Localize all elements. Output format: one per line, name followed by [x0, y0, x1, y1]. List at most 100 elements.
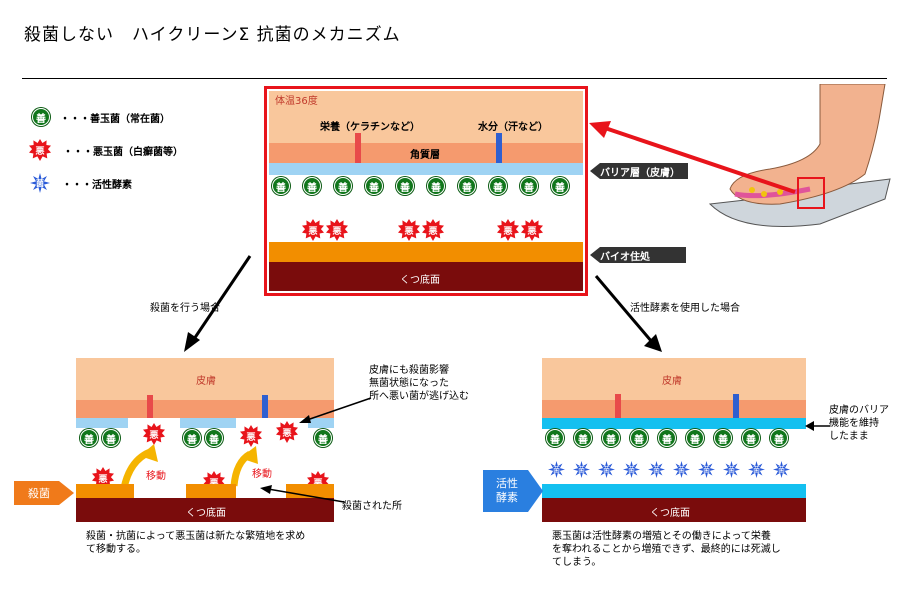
active-enzyme-icon: 菌 — [573, 461, 590, 478]
good-bacteria-row: 善 善 — [80, 429, 120, 447]
zoom-arrow — [589, 121, 796, 194]
legend-label: ・・・活性酵素 — [62, 179, 132, 191]
move-label: 移動 — [252, 469, 272, 480]
tag-line: 酵素 — [496, 491, 518, 504]
legend-item-bad: 悪 ・・・悪玉菌（白癬菌等） — [29, 139, 183, 161]
left-caption: 殺菌を行う場合 — [150, 303, 220, 314]
legend-label: ・・・善玉菌（常在菌） — [60, 113, 170, 125]
nutrient-marker — [355, 133, 361, 163]
active-enzyme-icon: 菌 — [723, 461, 740, 478]
note-line: 悪玉菌は活性酵素の増殖とその働きによって栄養 — [552, 531, 771, 542]
active-enzyme-icon: 菌 — [30, 173, 50, 193]
shoe-sole-band — [269, 262, 583, 291]
bio-habitat-band — [269, 242, 583, 262]
bad-bacteria-icon: 悪 — [240, 425, 262, 447]
good-bacteria-icon: 善 — [272, 177, 290, 195]
good-bacteria-icon: 善 — [489, 177, 507, 195]
barrier-band — [269, 163, 583, 175]
good-bacteria-row: 善 善 善 善 善 善 善 善 善 善 — [272, 177, 569, 195]
good-bacteria-row: 善 善 — [183, 429, 223, 447]
good-bacteria-icon: 善 — [714, 429, 732, 447]
callout-line: 皮膚のバリア — [829, 405, 889, 416]
water-marker — [262, 395, 268, 418]
barrier-band-fragment — [180, 418, 236, 428]
callout-line: 機能を維持 — [829, 418, 879, 429]
enzyme-row: 菌 菌 菌 菌 菌 菌 菌 菌 菌 菌 — [548, 461, 790, 478]
active-enzyme-icon: 菌 — [648, 461, 665, 478]
callout-pointer — [805, 421, 830, 431]
callout-pointer — [299, 397, 372, 423]
sterilization-tag: 殺菌 — [14, 481, 74, 505]
good-bacteria-icon: 善 — [183, 429, 201, 447]
bad-bacteria-icon: 悪 — [143, 423, 165, 445]
note-line: を奪われることから増殖できず、最終的には死滅し — [552, 544, 781, 555]
enzyme-layer-band — [542, 484, 806, 498]
nutrient-marker — [147, 395, 153, 418]
skin-label: 皮膚 — [196, 376, 216, 387]
page-title: 殺菌しない ハイクリーンΣ 抗菌のメカニズム — [24, 25, 401, 45]
shoe-sole-label: くつ底面 — [186, 508, 226, 519]
bad-bacteria-group: 悪 悪 — [302, 219, 348, 241]
good-bacteria-icon: 善 — [658, 429, 676, 447]
bio-habitat-fragment — [186, 484, 236, 498]
good-bacteria-icon: 善 — [458, 177, 476, 195]
move-label: 移動 — [146, 471, 166, 482]
good-bacteria-icon: 善 — [686, 429, 704, 447]
good-bacteria-icon: 善 — [396, 177, 414, 195]
top-diagram-frame — [264, 86, 588, 296]
active-enzyme-icon: 菌 — [623, 461, 640, 478]
foot-sandal-illustration — [708, 84, 891, 227]
active-enzyme-icon: 菌 — [548, 461, 565, 478]
water-marker — [733, 394, 739, 418]
note-line: て移動する。 — [86, 544, 146, 555]
legend-label: ・・・悪玉菌（白癬菌等） — [63, 146, 183, 158]
keratin-band — [542, 400, 806, 418]
bad-bacteria-group: 悪 悪 — [398, 219, 444, 241]
bad-bacteria-icon: 悪 — [92, 467, 114, 489]
bio-habitat-arrow: バイオ住処 — [590, 247, 686, 263]
right-caption: 活性酵素を使用した場合 — [630, 303, 740, 314]
barrier-band — [542, 418, 806, 429]
nutrient-marker — [615, 394, 621, 418]
good-bacteria-icon: 善 — [80, 429, 98, 447]
good-bacteria-icon: 善 — [314, 429, 332, 447]
good-bacteria-icon: 善 — [551, 177, 569, 195]
active-enzyme-icon: 菌 — [748, 461, 765, 478]
legend-item-good: 善 ・・・善玉菌（常在菌） — [32, 108, 170, 126]
bio-habitat-fragment — [76, 484, 134, 498]
sterilized-area-label: 殺菌された所 — [342, 501, 402, 512]
good-bacteria-icon: 善 — [205, 429, 223, 447]
skin-band — [542, 358, 806, 400]
note-line: 殺菌・抗菌によって悪玉菌は新たな繁殖地を求め — [86, 531, 306, 542]
water-marker — [496, 133, 502, 163]
skin-band — [269, 91, 583, 143]
legend-item-enzyme: 菌 ・・・活性酵素 — [30, 173, 132, 193]
barrier-maintained-callout: 皮膚のバリア 機能を維持 したまま — [829, 404, 889, 443]
shoe-sole-band — [542, 498, 806, 522]
bad-bacteria-icon: 悪 — [326, 219, 348, 241]
barrier-layer-arrow: バリア層（皮膚） — [590, 163, 688, 179]
bad-bacteria-icon: 悪 — [276, 421, 298, 443]
good-bacteria-icon: 善 — [574, 429, 592, 447]
bad-bacteria-icon: 悪 — [29, 139, 51, 161]
barrier-band-fragment — [76, 418, 128, 428]
active-enzyme-icon: 菌 — [773, 461, 790, 478]
good-bacteria-icon: 善 — [427, 177, 445, 195]
keratin-band — [76, 400, 334, 418]
skin-label: 皮膚 — [662, 376, 682, 387]
good-bacteria-icon: 善 — [32, 108, 50, 126]
good-bacteria-icon: 善 — [102, 429, 120, 447]
bad-bacteria-icon: 悪 — [497, 219, 519, 241]
body-temp-label: 体温36度 — [275, 96, 318, 107]
nutrient-label: 栄養（ケラチンなど） — [320, 122, 420, 133]
active-enzyme-icon: 菌 — [673, 461, 690, 478]
keratin-label: 角質層 — [410, 150, 440, 161]
bad-bacteria-icon: 悪 — [398, 219, 420, 241]
good-bacteria-icon: 善 — [334, 177, 352, 195]
bad-bacteria-icon: 悪 — [422, 219, 444, 241]
good-bacteria-icon: 善 — [630, 429, 648, 447]
tag-line: 活性 — [496, 477, 518, 490]
shoe-sole-band — [76, 498, 334, 522]
bad-bacteria-group: 悪 悪 — [497, 219, 543, 241]
active-enzyme-tag: 活性 酵素 — [483, 470, 543, 512]
